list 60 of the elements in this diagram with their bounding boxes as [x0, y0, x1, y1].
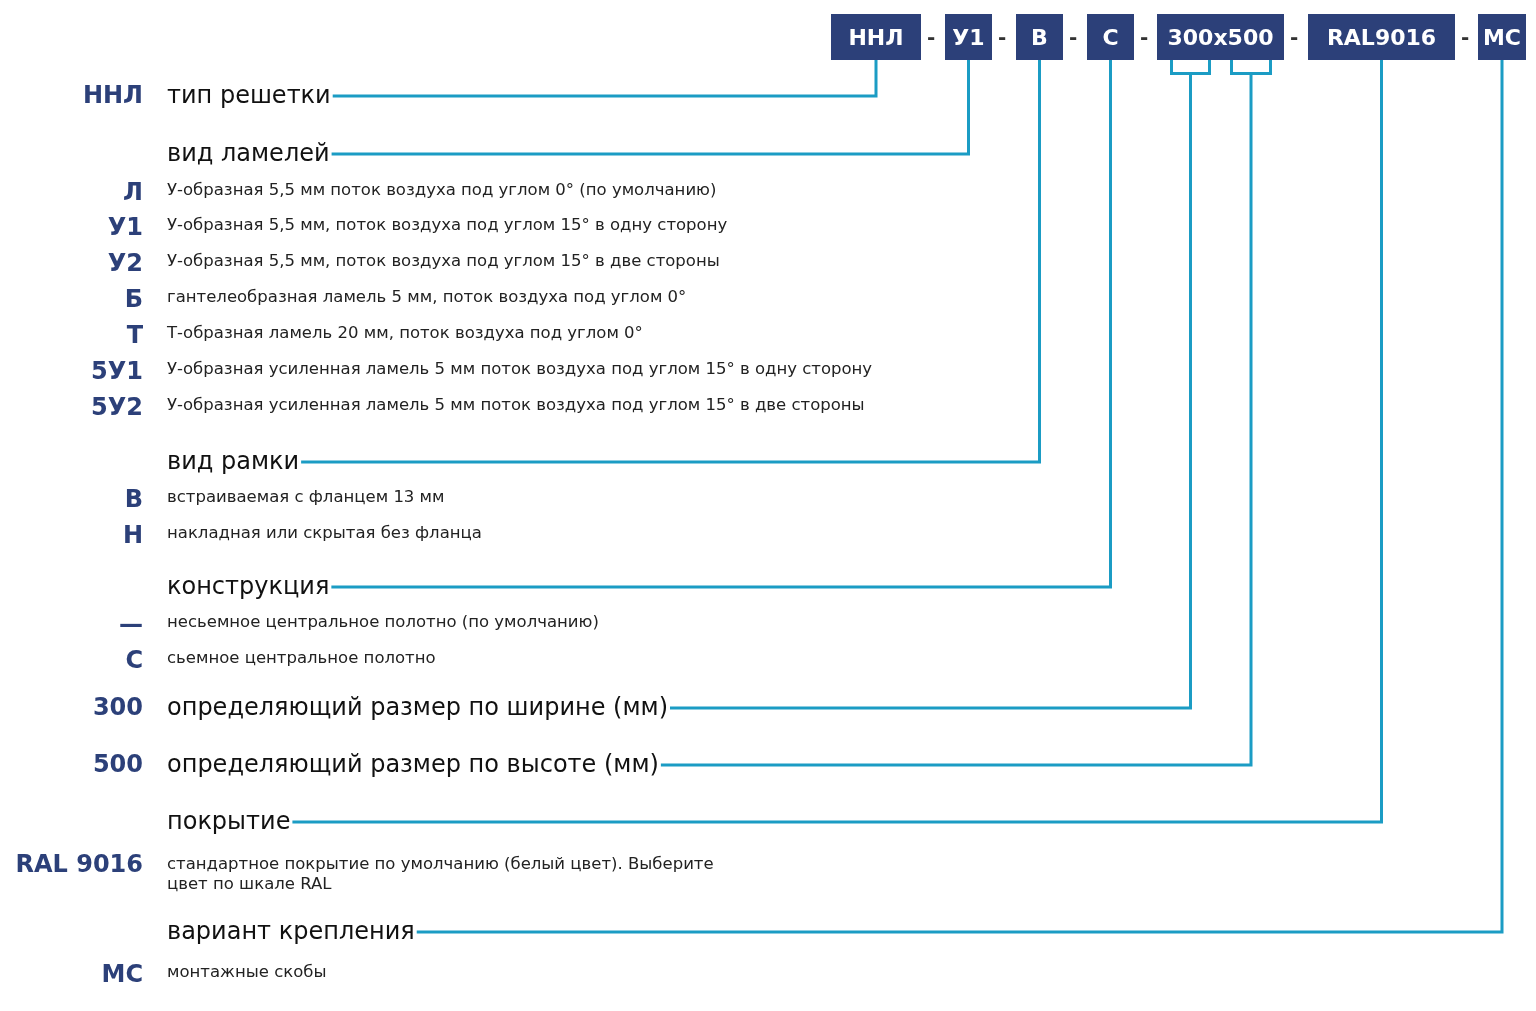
connector-line [331, 60, 1112, 589]
connector-line [416, 60, 1504, 934]
code-segment-box: 300x500 [1157, 14, 1284, 60]
connector-line [292, 60, 1383, 824]
option-code: В [124, 484, 143, 514]
option-description: накладная или скрытая без фланца [167, 523, 482, 543]
connector-line [301, 60, 1041, 464]
separator-dash: - [1140, 25, 1149, 49]
separator-dash: - [1290, 25, 1299, 49]
code-segment-box: С [1087, 14, 1134, 60]
section-heading: покрытие [167, 806, 291, 836]
section-heading: вариант крепления [167, 916, 415, 946]
option-description: стандартное покрытие по умолчанию (белый цвет). Выберите цвет по шкале RAL [167, 854, 715, 894]
option-code: 5У1 [91, 356, 143, 386]
separator-dash: - [927, 25, 936, 49]
option-description: У-образная усиленная ламель 5 мм поток воздуха под углом 15° в две стороны [167, 395, 865, 415]
bracket [1230, 60, 1272, 75]
separator-dash: - [1461, 25, 1470, 49]
option-description: Т-образная ламель 20 мм, поток воздуха под углом 0° [167, 323, 643, 343]
code-segment-box: ННЛ [831, 14, 921, 60]
section-heading: определяющий размер по высоте (мм) [167, 749, 659, 779]
option-code: Л [123, 177, 143, 207]
option-code: У1 [107, 212, 143, 242]
option-description: У-образная 5,5 мм, поток воздуха под углом 15° в две стороны [167, 251, 720, 271]
bracket [1170, 60, 1211, 75]
section-heading: конструкция [167, 571, 330, 601]
code-segment-box: МС [1478, 14, 1526, 60]
option-code: МС [101, 959, 143, 989]
option-description: У-образная усиленная ламель 5 мм поток воздуха под углом 15° в одну сторону [167, 359, 873, 379]
section-heading: определяющий размер по ширине (мм) [167, 692, 668, 722]
code-segment-box: В [1016, 14, 1063, 60]
option-code: Б [124, 284, 143, 314]
option-code: ННЛ [82, 80, 143, 110]
connector-line [332, 60, 878, 98]
option-code: Т [126, 320, 143, 350]
option-code: Н [122, 520, 143, 550]
option-code: 500 [92, 749, 143, 779]
connector-line [331, 60, 970, 156]
section-heading: вид рамки [167, 446, 300, 476]
option-description: монтажные скобы [167, 962, 327, 982]
option-code: 300 [92, 692, 143, 722]
option-code: — [119, 609, 143, 639]
option-description: гантелеобразная ламель 5 мм, поток воздуха под углом 0° [167, 287, 687, 307]
option-description: У-образная 5,5 мм, поток воздуха под углом 15° в одну сторону [167, 215, 728, 235]
option-description: У-образная 5,5 мм поток воздуха под углом 0° (по умолчанию) [167, 180, 717, 200]
code-segment-box: У1 [945, 14, 992, 60]
separator-dash: - [1069, 25, 1078, 49]
separator-dash: - [998, 25, 1007, 49]
code-segment-box: RAL9016 [1308, 14, 1455, 60]
section-heading: тип решетки [167, 80, 331, 110]
option-code: У2 [107, 248, 143, 278]
option-description: несьемное центральное полотно (по умолчанию) [167, 612, 599, 632]
connector-line [670, 75, 1192, 710]
option-description: сьемное центральное полотно [167, 648, 436, 668]
option-code: RAL 9016 [15, 849, 143, 879]
option-code: 5У2 [91, 392, 143, 422]
option-code: С [125, 645, 143, 675]
section-heading: вид ламелей [167, 138, 330, 168]
option-description: встраиваемая с фланцем 13 мм [167, 487, 445, 507]
connector-line [660, 75, 1253, 767]
